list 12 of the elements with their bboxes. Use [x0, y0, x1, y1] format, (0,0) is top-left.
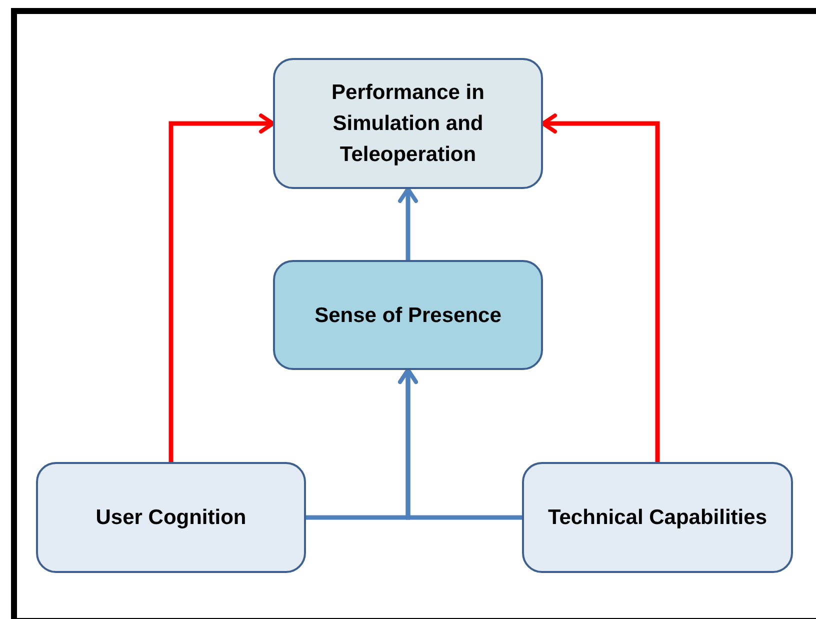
rounded-box: [36, 462, 306, 573]
box-label: Sense of Presence: [314, 302, 502, 328]
arrow: [541, 114, 660, 462]
arrow: [398, 187, 418, 260]
rounded-box: [273, 58, 543, 189]
box-label: Performance in Simulation and Teleoperation: [330, 80, 486, 168]
rounded-box: [273, 260, 543, 370]
box-label: Technical Capabilities: [548, 505, 767, 531]
box-label: User Cognition: [96, 505, 246, 531]
arrow: [398, 368, 522, 520]
rounded-box: [522, 462, 793, 573]
arrow: [168, 114, 275, 462]
